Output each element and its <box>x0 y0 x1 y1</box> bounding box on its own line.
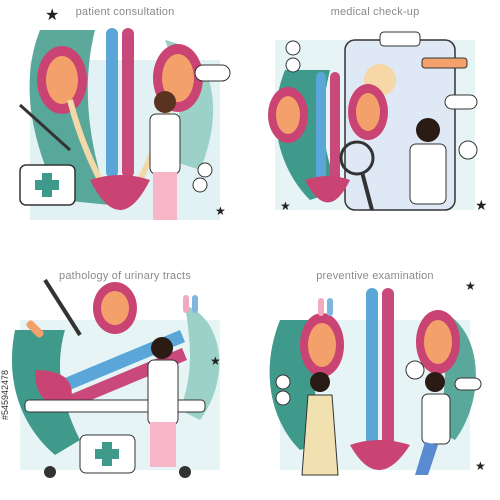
doctor-pants <box>150 422 176 467</box>
test-tube-icon <box>183 295 189 313</box>
vena-cava <box>316 72 326 192</box>
star-icon: ★ <box>210 354 221 368</box>
pathology-illustration: ★ <box>11 278 221 478</box>
cross-icon <box>95 449 119 459</box>
bed-wheel <box>44 466 56 478</box>
vena-cava <box>106 28 118 178</box>
panel-medical-check-up: medical check-up ★ ★ <box>250 0 500 250</box>
doctor-head <box>154 91 176 113</box>
cross-icon <box>35 180 59 190</box>
doctor-coat <box>149 113 181 175</box>
test-tube-icon <box>327 298 333 316</box>
star-icon: ★ <box>280 199 291 213</box>
doctor-coat <box>409 143 447 205</box>
kidney-left-inner <box>46 56 78 104</box>
kidney-right-inner <box>356 93 380 131</box>
kidney-right-inner <box>162 54 194 102</box>
pill-icon <box>405 360 425 380</box>
pill-icon <box>197 162 213 178</box>
doctor-head <box>425 372 445 392</box>
star-icon: ★ <box>465 279 476 293</box>
bladder <box>350 440 410 470</box>
panel-preventive-examination: preventive examination ★ ★ <box>250 250 500 500</box>
speech-bubble-icon <box>444 94 478 110</box>
bladder <box>305 176 350 203</box>
pill-icon <box>458 140 478 160</box>
kidney-left-inner <box>308 323 336 367</box>
magnifier-icon <box>339 140 375 176</box>
panel-pathology-of-urinary-tracts: pathology of urinary tracts ★ <box>0 250 250 500</box>
star-icon: ★ <box>475 197 488 213</box>
magnifier-handle <box>360 171 374 211</box>
pill-icon <box>275 374 291 390</box>
doctor-head <box>416 118 440 142</box>
bed-wheel <box>179 466 191 478</box>
test-tube-icon <box>318 298 324 316</box>
speech-bubble-icon <box>194 64 231 82</box>
vena-cava <box>366 288 378 448</box>
aorta <box>382 288 394 448</box>
patient-consultation-illustration: ★ ★ <box>18 7 231 220</box>
clipboard-clip <box>379 31 421 47</box>
pill-icon <box>192 177 208 193</box>
patient-head <box>310 372 330 392</box>
aorta <box>122 28 134 178</box>
star-icon: ★ <box>475 459 486 473</box>
pill-icon <box>275 390 291 406</box>
star-icon: ★ <box>215 204 226 218</box>
doctor-coat <box>147 359 179 426</box>
kidney-right-inner <box>424 320 452 364</box>
kidney-left-inner <box>276 96 300 134</box>
panel-caption: patient consultation <box>75 6 175 18</box>
aorta <box>330 72 340 192</box>
pill-icon <box>285 57 301 73</box>
patient-dress <box>301 394 339 476</box>
syringe-icon <box>43 278 82 337</box>
syringe-icon <box>421 57 468 69</box>
bladder <box>35 370 72 406</box>
doctor-pants <box>415 442 438 475</box>
doctor-pants <box>153 172 177 220</box>
panel-caption: preventive examination <box>316 270 434 282</box>
doctor-coat <box>421 393 451 445</box>
syringe-icon <box>18 103 72 152</box>
medical-check-up-illustration: ★ ★ <box>268 31 488 213</box>
test-tube-icon <box>192 295 198 313</box>
star-icon: ★ <box>45 7 59 24</box>
panel-patient-consultation: patient consultation ★ ★ <box>0 0 250 250</box>
kidney-inner <box>101 291 129 325</box>
panel-caption: medical check-up <box>330 6 420 18</box>
pill-icon <box>285 40 301 56</box>
bladder <box>90 175 150 210</box>
speech-bubble-icon <box>454 377 482 391</box>
preventive-examination-illustration: ★ ★ <box>269 279 486 476</box>
bandage-icon <box>26 320 44 338</box>
leaf-shape <box>180 305 220 420</box>
panel-caption: pathology of urinary tracts <box>59 270 191 282</box>
doctor-head <box>151 337 173 359</box>
stock-image-id: #545942478 <box>0 369 10 421</box>
